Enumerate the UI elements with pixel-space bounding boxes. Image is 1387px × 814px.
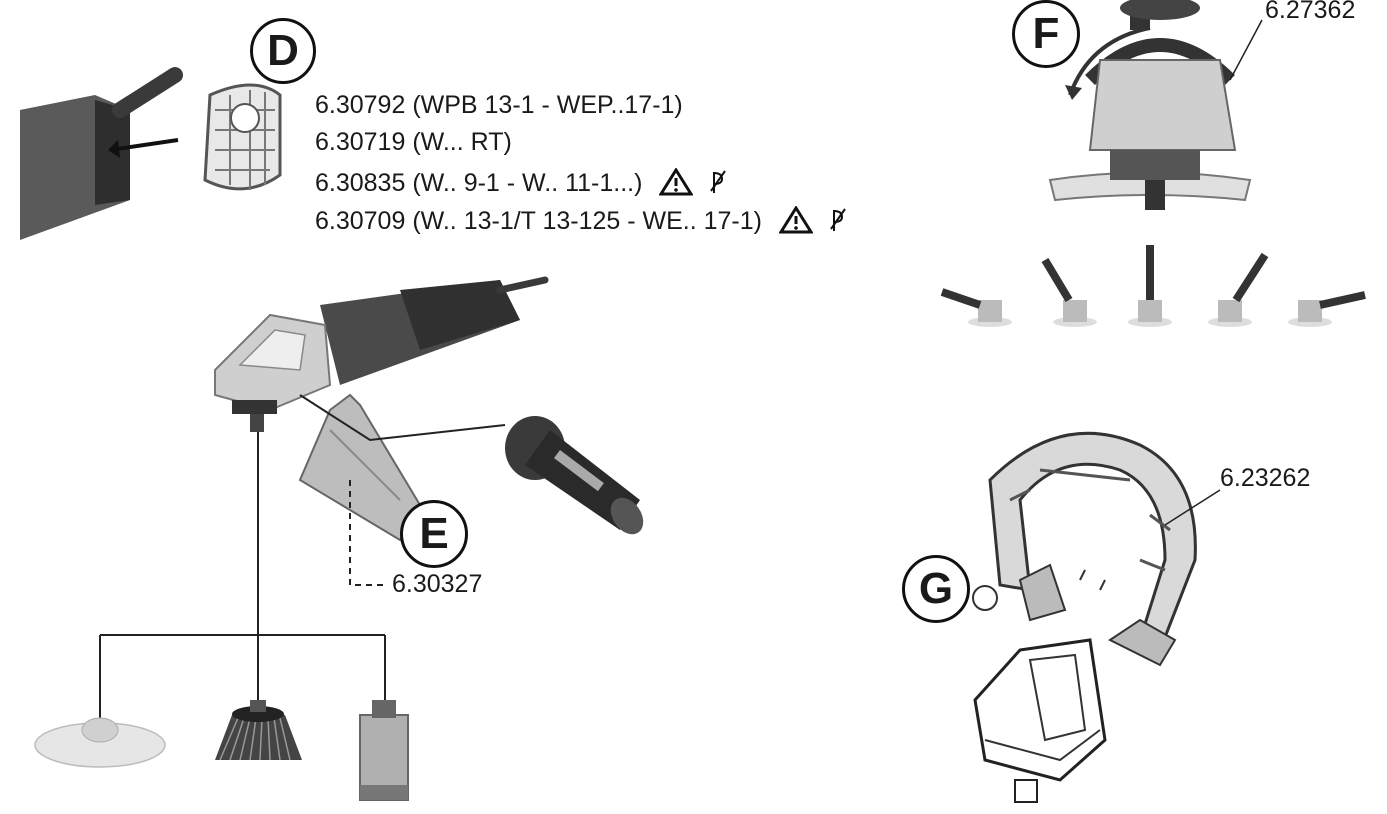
handle-leader-line (299, 394, 506, 442)
guard-part-number: 6.30327 (392, 570, 483, 598)
wire-cup-brush-illustration (215, 700, 302, 761)
section-d-label: D (250, 18, 316, 84)
angle-grinder-illustration (214, 276, 549, 432)
bow-part-number: 6.23262 (1220, 464, 1311, 492)
backing-pad-illustration (34, 717, 166, 768)
no-dust-icon (830, 207, 846, 238)
handle-positions-illustration (940, 245, 1366, 327)
warning-triangle-icon (778, 205, 814, 239)
filter-part-3: 6.30835 (W.. 9-1 - W.. 11-1...) (315, 167, 727, 201)
section-e-label: E (400, 500, 468, 568)
section-f-label: F (1012, 0, 1080, 68)
rotating-handle-illustration (1048, 0, 1263, 210)
filter-part-3-code: 6.30835 (W.. 9-1 - W.. 11-1...) (315, 169, 643, 198)
dust-filter-illustration (203, 83, 282, 191)
core-bit-illustration (359, 700, 409, 801)
filter-part-1-code: 6.30792 (WPB 13-1 - WEP..17-1) (315, 91, 683, 119)
bow-handle-illustration (972, 431, 1197, 667)
filter-part-2-code: 6.30719 (W... RT) (315, 128, 512, 156)
filter-part-4: 6.30709 (W.. 13-1/T 13-125 - WE.. 17-1) (315, 205, 846, 239)
no-dust-icon (710, 169, 727, 200)
handle-part-number: 6.27362 (1265, 0, 1356, 24)
side-handle-illustration (505, 416, 644, 535)
filter-part-2: 6.30719 (W... RT) (315, 130, 512, 155)
guard-illustration (298, 393, 422, 542)
accessory-tree-lines (99, 432, 386, 720)
grinder-head-outline-illustration (973, 638, 1107, 803)
filter-part-1: 6.30792 (WPB 13-1 - WEP..17-1) (315, 93, 683, 118)
warning-triangle-icon (658, 167, 695, 201)
filter-part-4-code: 6.30709 (W.. 13-1/T 13-125 - WE.. 17-1) (315, 207, 762, 236)
bow-leader-line (1164, 489, 1221, 526)
grinder-rear-illustration (20, 67, 183, 240)
guard-leader-line (349, 480, 385, 586)
section-g-label: G (902, 555, 970, 623)
